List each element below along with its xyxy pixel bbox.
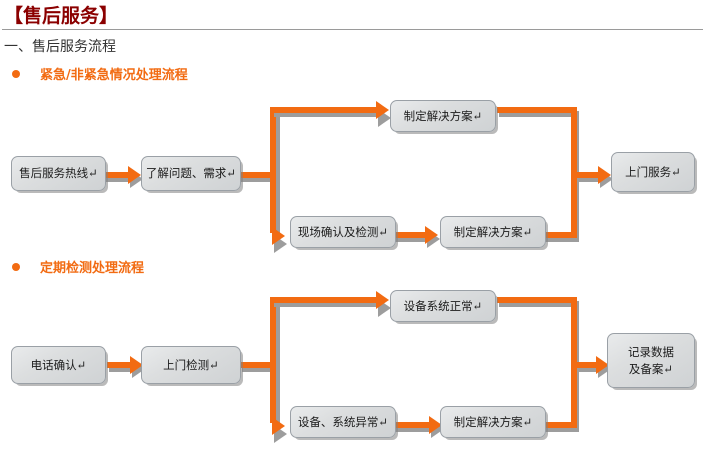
edge-n1-n2-shaft bbox=[103, 172, 131, 178]
edge-shadow bbox=[242, 366, 276, 372]
filled-circle-bullet-icon bbox=[12, 69, 20, 78]
edge-shadow bbox=[579, 176, 603, 182]
flow1-node-hotline[interactable]: 售后服务热线↵ bbox=[11, 156, 106, 191]
bullet-item-label-emergency: 紧急/非紧急情况处理流程 bbox=[40, 68, 188, 83]
edge-bus-left-vertical bbox=[270, 107, 276, 233]
flow1-node-solution-top[interactable]: 制定解决方案↵ bbox=[390, 100, 496, 132]
edge-n3-merge bbox=[497, 107, 577, 113]
bullet-item-emergency: 紧急/非紧急情况处理流程 bbox=[12, 64, 188, 83]
edge-m5-merge bbox=[543, 422, 577, 428]
bullet-item-periodic: 定期检测处理流程 bbox=[12, 257, 144, 276]
arrowhead-n4-n5 bbox=[425, 226, 438, 244]
flow1-node-onsite-service[interactable]: 上门服务↵ bbox=[611, 152, 695, 192]
title-divider bbox=[2, 29, 703, 30]
section-heading-1: 一、售后服务流程 bbox=[4, 39, 116, 55]
flow2-node-onsite-check[interactable]: 上门检测↵ bbox=[141, 346, 241, 384]
arrowhead-merge-m6 bbox=[596, 356, 609, 374]
edge-shadow bbox=[382, 236, 430, 242]
arrowhead-bus-n4 bbox=[272, 227, 285, 245]
edge-merge-right-vertical bbox=[571, 107, 577, 238]
arrowhead-bus-m3 bbox=[376, 291, 389, 309]
edge-shadow bbox=[499, 111, 579, 117]
edge-bus-left-vertical-2 bbox=[270, 297, 276, 423]
edge-shadow bbox=[579, 366, 601, 372]
filled-circle-bullet-icon bbox=[12, 262, 20, 271]
arrowhead-bus-n3 bbox=[376, 101, 389, 119]
edge-shadow bbox=[274, 301, 384, 307]
edge-m3-merge bbox=[497, 297, 577, 303]
flow2-node-system-normal[interactable]: 设备系统正常↵ bbox=[390, 290, 496, 322]
arrowhead-m1-m2 bbox=[130, 356, 143, 374]
edge-shadow bbox=[105, 176, 133, 182]
flow1-node-solution-bottom[interactable]: 制定解决方案↵ bbox=[440, 216, 546, 248]
arrowhead-m4-m5 bbox=[429, 416, 442, 434]
edge-shadow bbox=[109, 366, 135, 372]
edge-bus-n3-shaft bbox=[270, 107, 380, 113]
edge-shadow bbox=[545, 426, 579, 432]
edge-shadow bbox=[274, 111, 280, 237]
edge-shadow bbox=[390, 426, 434, 432]
flow1-node-onsite-check[interactable]: 现场确认及检测↵ bbox=[290, 216, 396, 248]
edge-bus-m3-shaft bbox=[270, 297, 380, 303]
flow1-node-understand-needs[interactable]: 了解问题、需求↵ bbox=[141, 156, 241, 191]
arrowhead-bus-m4 bbox=[272, 417, 285, 435]
edge-m4-m5-shaft bbox=[388, 422, 432, 428]
arrowhead-n1-n2 bbox=[128, 166, 141, 184]
flow2-node-system-abnormal[interactable]: 设备、系统异常↵ bbox=[290, 406, 396, 438]
flow2-node-solution[interactable]: 制定解决方案↵ bbox=[440, 406, 546, 438]
edge-merge-n6-shaft bbox=[577, 172, 601, 178]
flow2-node-record-archive[interactable]: 记录数据 及备案↵ bbox=[607, 333, 695, 388]
edge-shadow bbox=[240, 176, 276, 182]
edge-merge-m6-shaft bbox=[577, 362, 599, 368]
edge-merge-right-vertical-2 bbox=[571, 297, 577, 428]
edge-n5-merge bbox=[543, 232, 577, 238]
bullet-item-label-periodic: 定期检测处理流程 bbox=[40, 261, 145, 276]
edge-shadow bbox=[545, 236, 579, 242]
edge-shadow bbox=[499, 301, 579, 307]
edge-m1-m2-shaft bbox=[107, 362, 133, 368]
edge-n2-bus bbox=[238, 172, 274, 178]
edge-shadow bbox=[274, 301, 280, 427]
edge-n4-n5-shaft bbox=[380, 232, 428, 238]
flow2-node-phone-confirm[interactable]: 电话确认↵ bbox=[11, 346, 106, 384]
page-title: 【售后服务】 bbox=[4, 5, 119, 27]
edge-shadow bbox=[274, 111, 384, 117]
edge-m2-bus bbox=[240, 362, 274, 368]
arrowhead-merge-n6 bbox=[598, 166, 611, 184]
